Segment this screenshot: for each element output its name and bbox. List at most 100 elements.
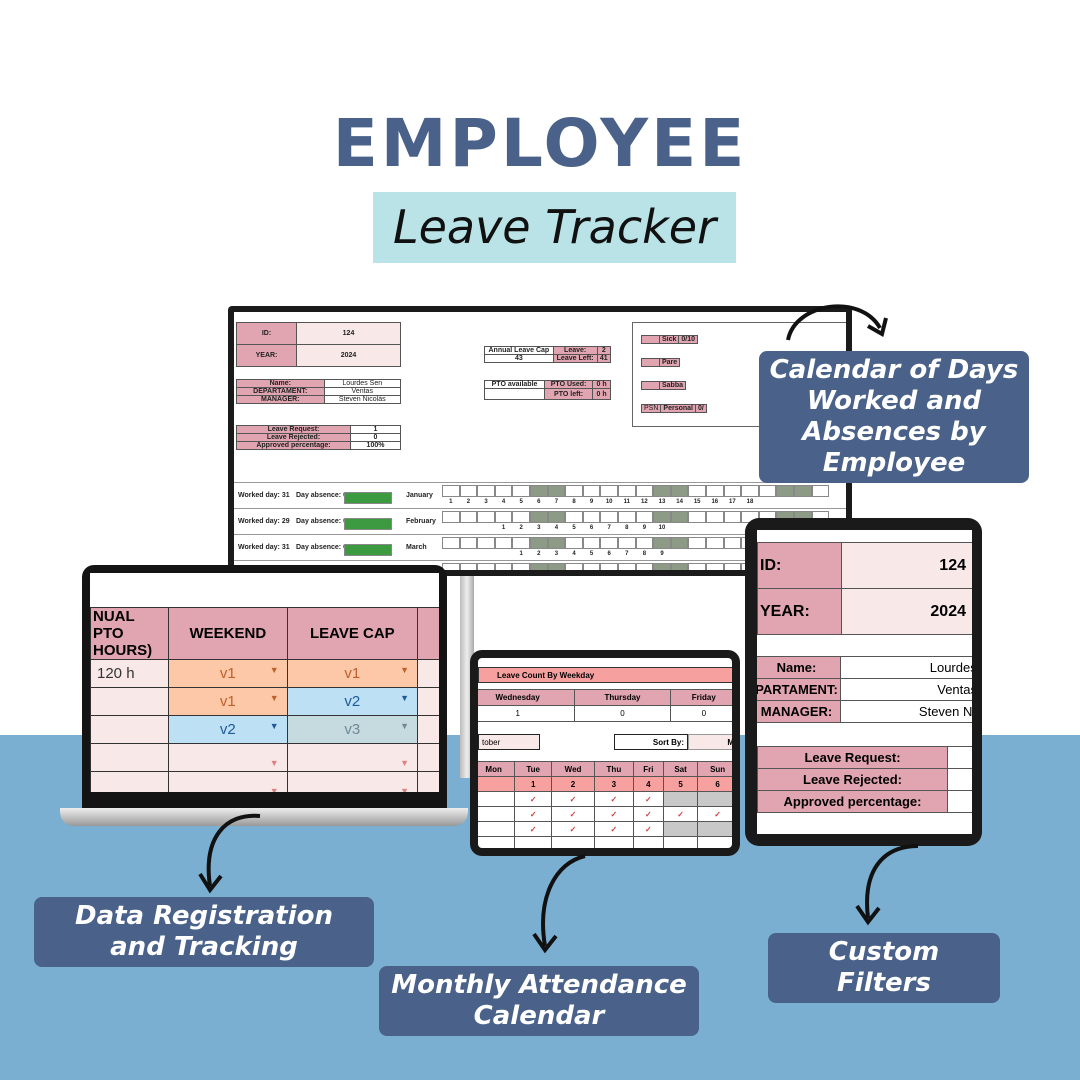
attendance-cell[interactable]: ✓ (514, 791, 553, 807)
attendance-cell[interactable]: ✓ (593, 821, 634, 837)
dropdown-cell[interactable]: v1▼ (168, 687, 288, 716)
day-cell[interactable] (477, 563, 495, 570)
day-cell[interactable] (600, 511, 618, 523)
day-cell[interactable] (794, 485, 812, 497)
attendance-cell[interactable]: ✓ (593, 806, 634, 822)
day-cell[interactable] (494, 511, 513, 523)
attendance-cell[interactable] (697, 836, 732, 848)
day-cell[interactable] (459, 511, 478, 523)
day-cell[interactable] (635, 563, 654, 570)
day-cell[interactable] (670, 485, 689, 497)
day-cell[interactable] (723, 537, 742, 549)
day-cell[interactable] (670, 537, 689, 549)
sort-select[interactable]: M (688, 734, 732, 750)
day-cell[interactable] (494, 485, 513, 497)
day-cell[interactable] (635, 485, 654, 497)
day-cell[interactable] (688, 563, 706, 570)
day-cell[interactable] (459, 485, 478, 497)
day-cell[interactable] (741, 485, 759, 497)
day-cell[interactable] (776, 485, 794, 497)
day-cell[interactable] (688, 485, 706, 497)
day-cell[interactable] (670, 511, 689, 523)
day-cell[interactable] (477, 485, 495, 497)
pto-hours-cell[interactable] (90, 771, 169, 792)
id-select[interactable]: 124 (296, 322, 401, 345)
day-cell[interactable] (706, 537, 724, 549)
pto-hours-cell[interactable] (90, 715, 169, 744)
dropdown-cell[interactable]: ▼ (168, 771, 288, 792)
month-select[interactable]: tober (478, 734, 540, 750)
day-cell[interactable] (547, 563, 566, 570)
day-cell[interactable] (494, 537, 513, 549)
attendance-cell[interactable] (632, 836, 664, 848)
attendance-cell[interactable] (697, 821, 732, 837)
day-cell[interactable] (600, 537, 618, 549)
day-cell[interactable] (512, 485, 530, 497)
attendance-cell[interactable] (662, 836, 699, 848)
attendance-cell[interactable]: ✓ (514, 821, 553, 837)
day-cell[interactable] (547, 511, 566, 523)
dropdown-cell[interactable]: v1▼ (168, 659, 288, 688)
day-cell[interactable] (706, 563, 724, 570)
pto-hours-cell[interactable] (90, 743, 169, 772)
day-cell[interactable] (688, 511, 706, 523)
day-cell[interactable] (670, 563, 689, 570)
day-cell[interactable] (688, 537, 706, 549)
day-cell[interactable] (565, 511, 583, 523)
attendance-cell[interactable]: ✓ (551, 821, 595, 837)
attendance-cell[interactable] (551, 836, 595, 848)
day-cell[interactable] (618, 537, 636, 549)
attendance-cell[interactable]: ✓ (632, 821, 664, 837)
dropdown-cell[interactable]: v2▼ (286, 687, 419, 716)
day-cell[interactable] (618, 511, 636, 523)
day-cell[interactable] (582, 563, 601, 570)
dropdown-cell[interactable]: v3▼ (286, 715, 419, 744)
attendance-cell[interactable] (478, 791, 516, 807)
day-cell[interactable] (635, 511, 654, 523)
day-cell[interactable] (530, 537, 548, 549)
attendance-cell[interactable]: ✓ (551, 791, 595, 807)
attendance-cell[interactable] (662, 791, 699, 807)
dropdown-cell[interactable]: ▼ (168, 743, 288, 772)
day-cell[interactable] (442, 537, 460, 549)
day-cell[interactable] (600, 563, 618, 570)
attendance-cell[interactable]: ✓ (662, 806, 699, 822)
year-value[interactable]: 2024 (296, 344, 401, 367)
day-cell[interactable] (547, 485, 566, 497)
day-cell[interactable] (618, 563, 636, 570)
dropdown-cell[interactable]: ▼ (286, 771, 419, 792)
day-cell[interactable] (811, 485, 830, 497)
day-cell[interactable] (530, 511, 548, 523)
day-cell[interactable] (582, 537, 601, 549)
day-cell[interactable] (477, 511, 495, 523)
attendance-cell[interactable] (478, 821, 516, 837)
day-cell[interactable] (618, 485, 636, 497)
attendance-cell[interactable] (478, 836, 516, 848)
day-cell[interactable] (723, 485, 742, 497)
day-cell[interactable] (512, 563, 530, 570)
day-cell[interactable] (653, 511, 671, 523)
attendance-cell[interactable]: ✓ (632, 791, 664, 807)
day-cell[interactable] (459, 563, 478, 570)
day-cell[interactable] (512, 511, 530, 523)
day-cell[interactable] (706, 485, 724, 497)
day-cell[interactable] (706, 511, 724, 523)
attendance-cell[interactable]: ✓ (632, 806, 664, 822)
attendance-cell[interactable]: ✓ (697, 806, 732, 822)
day-cell[interactable] (512, 537, 530, 549)
dropdown-cell[interactable]: v1▼ (286, 659, 419, 688)
day-cell[interactable] (530, 563, 548, 570)
day-cell[interactable] (582, 485, 601, 497)
day-cell[interactable] (442, 511, 460, 523)
day-cell[interactable] (442, 485, 460, 497)
dropdown-cell[interactable]: ▼ (286, 743, 419, 772)
attendance-cell[interactable] (478, 806, 516, 822)
attendance-cell[interactable] (514, 836, 553, 848)
attendance-cell[interactable]: ✓ (514, 806, 553, 822)
attendance-cell[interactable] (697, 791, 732, 807)
day-cell[interactable] (565, 537, 583, 549)
dropdown-cell[interactable]: v2▼ (168, 715, 288, 744)
pto-hours-cell[interactable]: 120 h (90, 659, 169, 688)
day-cell[interactable] (459, 537, 478, 549)
attendance-cell[interactable]: ✓ (551, 806, 595, 822)
